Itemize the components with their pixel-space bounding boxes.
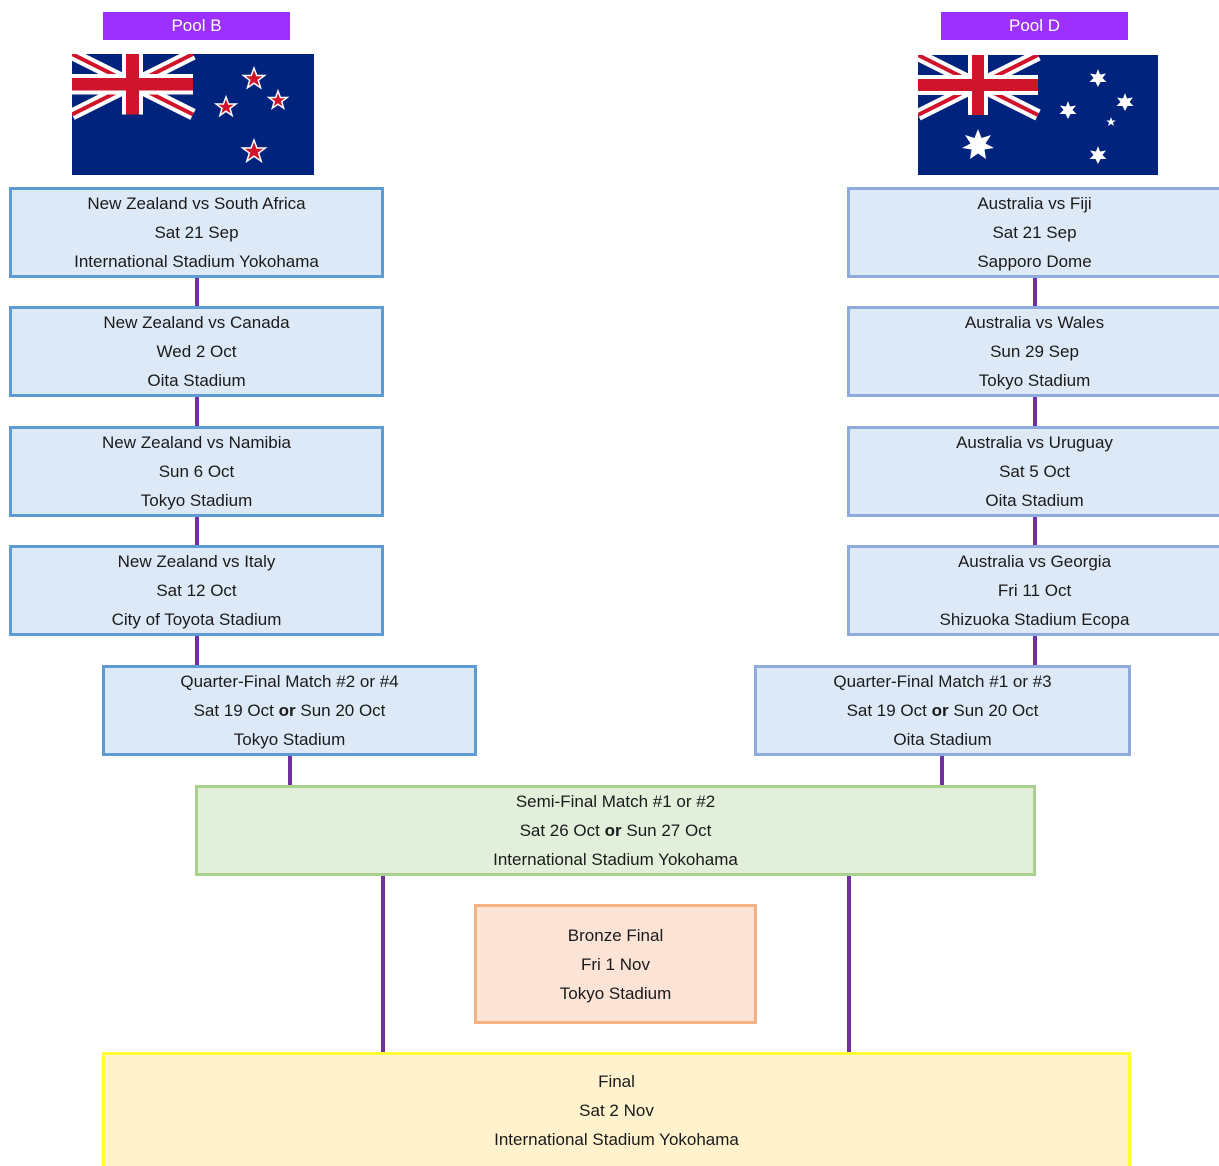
match-venue: Oita Stadium	[147, 371, 246, 390]
pool-b-label: Pool B	[103, 12, 290, 40]
connector-semi-final-left	[381, 874, 385, 1055]
connector-left-2	[195, 396, 199, 428]
date-option-b: Sun 20 Oct	[300, 701, 386, 720]
date-or: or	[931, 701, 949, 720]
match-venue: International Stadium Yokohama	[493, 850, 738, 869]
match-teams: Australia vs Georgia	[957, 552, 1112, 571]
match-box-nz-south-africa: New Zealand vs South Africa Sat 21 Sep I…	[9, 187, 384, 278]
new-zealand-flag-icon	[72, 54, 314, 175]
match-venue: Tokyo Stadium	[140, 491, 253, 510]
match-box-aus-wales: Australia vs Wales Sun 29 Sep Tokyo Stad…	[847, 306, 1219, 397]
match-date: Sun 29 Sep	[990, 342, 1079, 361]
match-title: Semi-Final Match #1 or #2	[515, 792, 716, 811]
match-title: Bronze Final	[567, 925, 664, 945]
match-teams: New Zealand vs Canada	[103, 313, 290, 332]
match-date: Fri 11 Oct	[997, 581, 1072, 600]
match-teams: New Zealand vs Namibia	[102, 433, 291, 452]
match-teams: New Zealand vs Italy	[117, 552, 276, 571]
match-venue: City of Toyota Stadium	[111, 610, 282, 629]
match-teams: Australia vs Wales	[964, 313, 1105, 332]
match-venue: Sapporo Dome	[977, 252, 1092, 271]
connector-right-3	[1033, 515, 1037, 547]
match-title: Quarter-Final Match #2 or #4	[180, 672, 399, 691]
match-venue: Oita Stadium	[985, 491, 1084, 510]
date-option-a: Sat 26 Oct	[519, 821, 600, 840]
match-box-nz-canada: New Zealand vs Canada Wed 2 Oct Oita Sta…	[9, 306, 384, 397]
connector-left-3	[195, 515, 199, 547]
connector-right-1	[1033, 276, 1037, 308]
bronze-final-box: Bronze Final Fri 1 Nov Tokyo Stadium	[474, 904, 757, 1024]
date-option-b: Sun 20 Oct	[953, 701, 1039, 720]
match-box-aus-georgia: Australia vs Georgia Fri 11 Oct Shizuoka…	[847, 545, 1219, 636]
match-box-nz-italy: New Zealand vs Italy Sat 12 Oct City of …	[9, 545, 384, 636]
date-option-a: Sat 19 Oct	[193, 701, 274, 720]
match-box-nz-namibia: New Zealand vs Namibia Sun 6 Oct Tokyo S…	[9, 426, 384, 517]
match-teams: New Zealand vs South Africa	[87, 194, 306, 213]
match-date: Sat 21 Sep	[154, 223, 239, 242]
match-box-aus-uruguay: Australia vs Uruguay Sat 5 Oct Oita Stad…	[847, 426, 1219, 517]
connector-left-qf-semi	[288, 755, 292, 787]
match-date: Sat 12 Oct	[156, 581, 237, 600]
match-venue: International Stadium Yokohama	[74, 252, 319, 271]
match-venue: International Stadium Yokohama	[494, 1130, 739, 1149]
date-option-b: Sun 27 Oct	[626, 821, 712, 840]
connector-left-1	[195, 276, 199, 308]
quarter-final-right-box: Quarter-Final Match #1 or #3 Sat 19 Oct …	[754, 665, 1131, 756]
match-date: Fri 1 Nov	[581, 954, 650, 974]
connector-right-4	[1033, 635, 1037, 667]
match-date: Sat 5 Oct	[999, 462, 1070, 481]
match-box-aus-fiji: Australia vs Fiji Sat 21 Sep Sapporo Dom…	[847, 187, 1219, 278]
pool-d-label: Pool D	[941, 12, 1128, 40]
connector-semi-final-right	[847, 874, 851, 1055]
quarter-final-left-box: Quarter-Final Match #2 or #4 Sat 19 Oct …	[102, 665, 477, 756]
match-teams: Australia vs Fiji	[977, 194, 1092, 213]
connector-right-2	[1033, 396, 1037, 428]
date-or: or	[278, 701, 296, 720]
match-teams: Australia vs Uruguay	[956, 433, 1113, 452]
match-date: Sat 19 Oct or Sun 20 Oct	[847, 696, 1039, 725]
date-option-a: Sat 19 Oct	[846, 701, 927, 720]
match-date: Sat 21 Sep	[992, 223, 1077, 242]
match-date: Sun 6 Oct	[158, 462, 235, 481]
connector-right-qf-semi	[940, 755, 944, 787]
match-venue: Tokyo Stadium	[233, 730, 346, 749]
semi-final-box: Semi-Final Match #1 or #2 Sat 26 Oct or …	[195, 785, 1036, 876]
match-venue: Shizuoka Stadium Ecopa	[939, 610, 1130, 629]
final-box: Final Sat 2 Nov International Stadium Yo…	[102, 1052, 1131, 1166]
match-title: Quarter-Final Match #1 or #3	[833, 672, 1052, 691]
match-venue: Tokyo Stadium	[559, 983, 672, 1003]
australia-flag-icon	[918, 55, 1158, 175]
match-date: Sat 19 Oct or Sun 20 Oct	[194, 696, 386, 725]
match-date: Sat 2 Nov	[579, 1101, 654, 1120]
match-venue: Oita Stadium	[893, 730, 992, 749]
match-title: Final	[598, 1072, 635, 1091]
connector-left-4	[195, 635, 199, 667]
match-date: Wed 2 Oct	[156, 342, 237, 361]
date-or: or	[604, 821, 622, 840]
match-date: Sat 26 Oct or Sun 27 Oct	[520, 816, 712, 845]
match-venue: Tokyo Stadium	[978, 371, 1091, 390]
